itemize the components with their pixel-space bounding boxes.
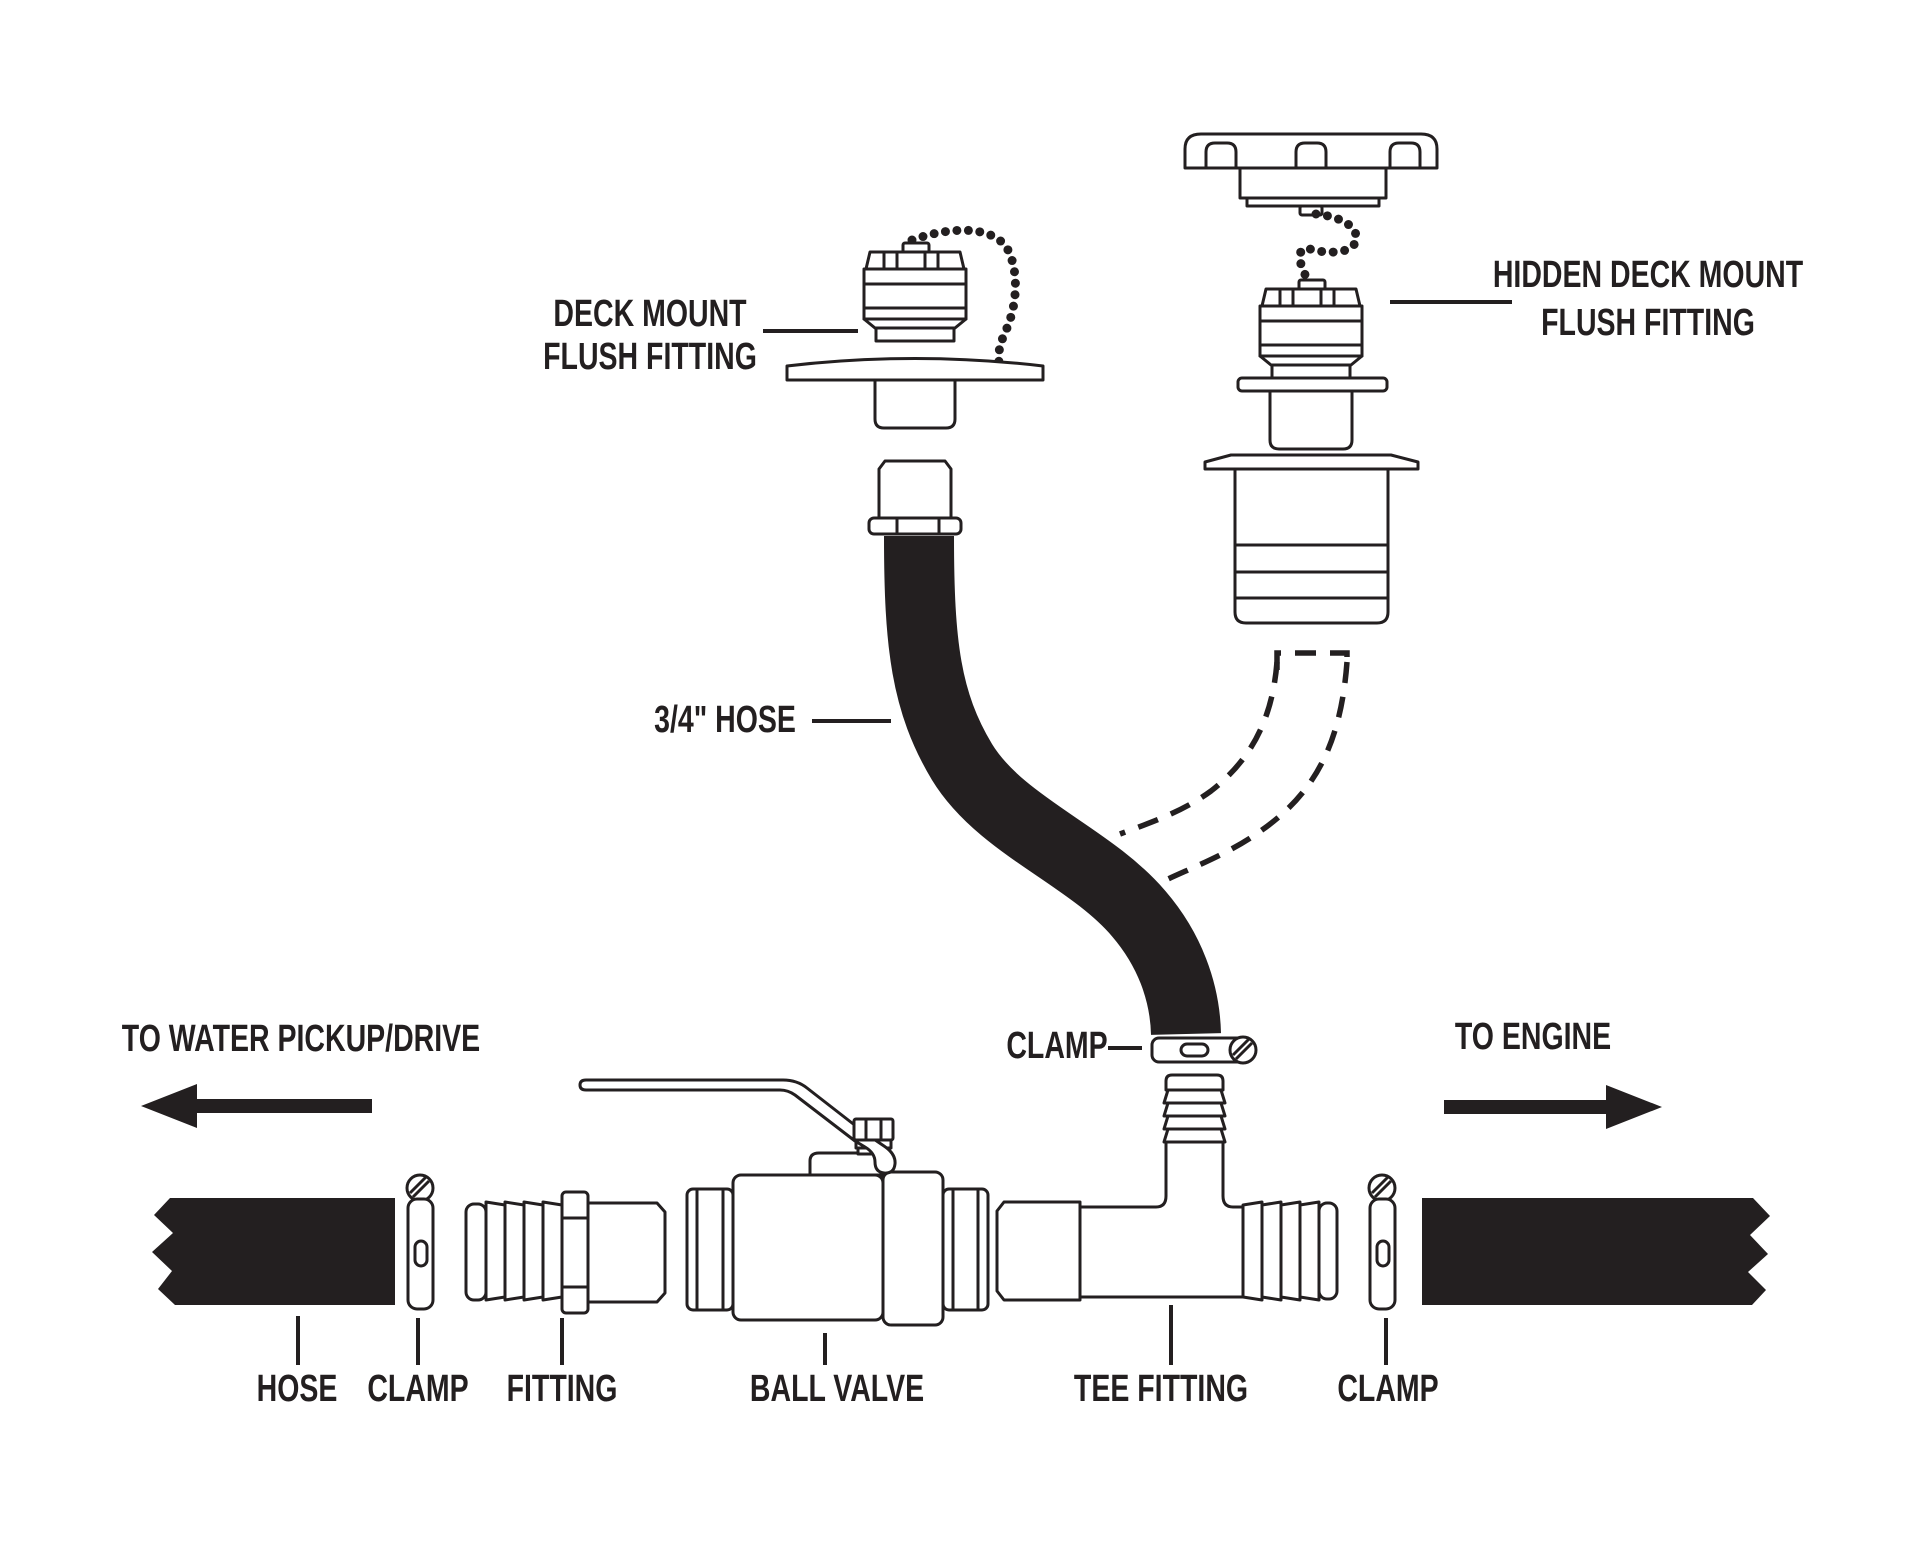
label-to-water-pickup-drive: TO WATER PICKUP/DRIVE bbox=[121, 1018, 481, 1060]
label-ball-valve: BALL VALVE bbox=[749, 1368, 925, 1410]
label-clamp-left: CLAMP bbox=[367, 1368, 469, 1410]
label-hose-34: 3/4" HOSE bbox=[654, 699, 796, 741]
right-hose-drawing bbox=[1422, 1198, 1770, 1305]
label-deck-mount-flush-fitting: DECK MOUNT FLUSH FITTING bbox=[543, 293, 757, 378]
right-clamp-drawing bbox=[1367, 1173, 1397, 1311]
to-engine-arrow bbox=[1444, 1085, 1662, 1129]
left-hose-drawing bbox=[152, 1198, 395, 1305]
hidden-deck-mount-flush-fitting-drawing bbox=[1183, 132, 1439, 625]
deck-plate bbox=[785, 357, 1045, 382]
cap-chain bbox=[1295, 209, 1361, 289]
hose-34-drawing bbox=[884, 535, 1221, 1036]
deck-mount-flush-fitting-drawing bbox=[785, 225, 1045, 536]
label-clamp-right: CLAMP bbox=[1337, 1368, 1439, 1410]
ball-valve-drawing bbox=[578, 1078, 990, 1327]
label-tee-fitting: TEE FITTING bbox=[1073, 1368, 1249, 1410]
label-hidden-deck-mount-flush-fitting: HIDDEN DECK MOUNT FLUSH FITTING bbox=[1492, 254, 1804, 344]
label-fitting: FITTING bbox=[506, 1368, 618, 1410]
leader-lines bbox=[296, 300, 1512, 1365]
to-water-pickup-arrow bbox=[141, 1084, 372, 1128]
tee-fitting-drawing bbox=[995, 1073, 1339, 1302]
barb-fitting-drawing bbox=[464, 1190, 667, 1315]
label-hose: HOSE bbox=[256, 1368, 338, 1410]
threaded-nipple bbox=[877, 459, 953, 520]
label-clamp-mid: CLAMP bbox=[1006, 1025, 1108, 1067]
left-clamp-drawing bbox=[405, 1173, 435, 1311]
hidden-hose-route-dashed bbox=[1119, 650, 1350, 882]
cap-chain bbox=[907, 225, 1020, 372]
clamp-mid-drawing bbox=[1150, 1035, 1258, 1065]
label-to-engine: TO ENGINE bbox=[1454, 1016, 1612, 1058]
under-deck-plate bbox=[1203, 453, 1420, 471]
